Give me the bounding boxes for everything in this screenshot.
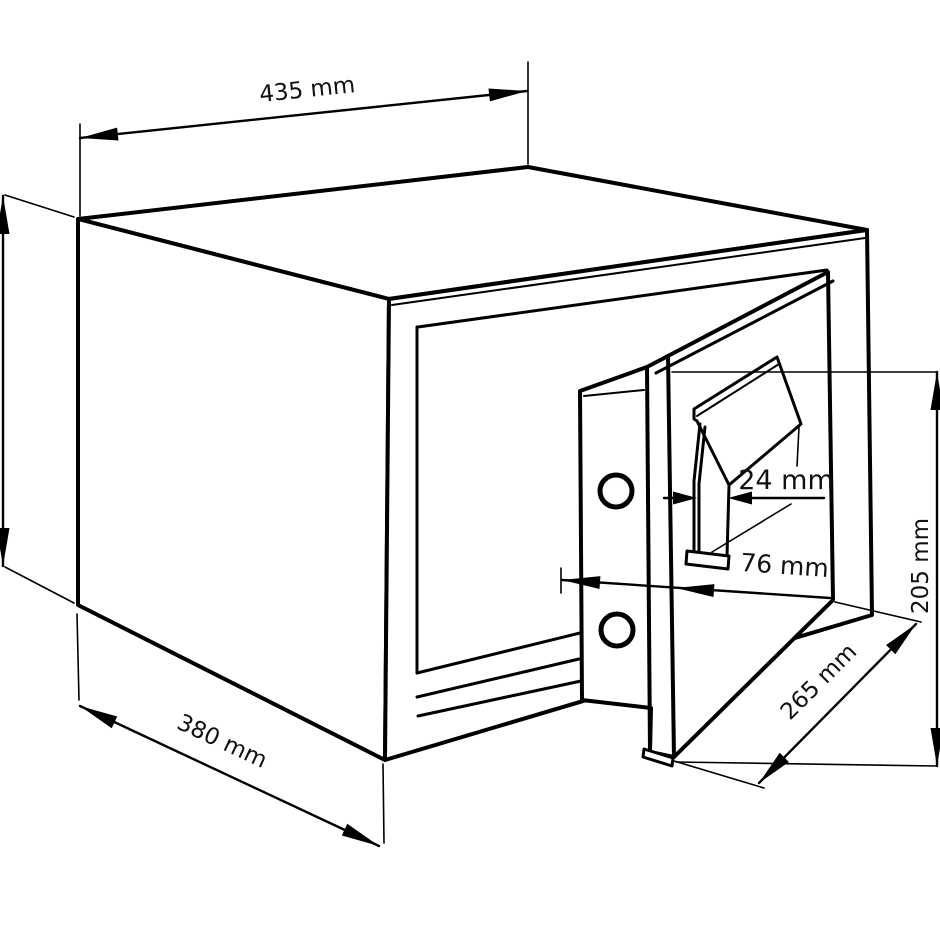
arrowhead-icon — [562, 576, 601, 589]
bolt-panel-top-line — [583, 389, 645, 397]
extension-line — [675, 761, 938, 767]
arrowhead-icon — [80, 706, 118, 729]
arrowhead-icon — [728, 491, 752, 505]
door-top-rim-line — [654, 279, 835, 375]
dim-label-door-thickness: 76 mm — [739, 548, 829, 583]
door-bolts — [597, 472, 636, 649]
interior-base-line — [416, 679, 583, 718]
arrowhead-icon — [673, 491, 697, 505]
arrowhead-icon — [0, 528, 10, 566]
extension-line — [834, 601, 922, 623]
interior-floor-line — [415, 657, 581, 699]
handle-plate — [692, 355, 803, 487]
arrowhead-icon — [759, 752, 789, 783]
dimension-door-height: 205 mm — [671, 370, 940, 768]
door-edge-strip-left — [645, 365, 652, 752]
frame-top-edge — [416, 268, 829, 329]
safe-left-face — [76, 217, 391, 762]
dimension-door-thickness: 76 mm — [560, 548, 832, 600]
dimension-line — [78, 89, 529, 140]
interior-sill-line — [415, 631, 582, 675]
safe-front-top-chamfer-line — [391, 237, 866, 306]
handle-stem-right-line — [725, 484, 731, 558]
lock-bolt-icon — [598, 611, 636, 649]
handle-stem-inner-line — [697, 425, 707, 555]
dim-label-door-width: 265 mm — [776, 639, 862, 725]
lock-bolt-icon — [597, 472, 635, 510]
arrowhead-icon — [341, 823, 379, 846]
extension-line — [382, 763, 385, 844]
arrowhead-icon — [930, 728, 940, 766]
arrowhead-icon — [488, 88, 527, 102]
dimension-line — [757, 622, 918, 785]
handle-accent-vertical — [796, 426, 800, 467]
door-handle — [684, 355, 803, 571]
dim-label-depth-bottom: 380 mm — [173, 710, 271, 774]
arrowhead-icon — [676, 584, 715, 597]
arrowhead-icon — [0, 196, 10, 234]
handle-accent-diagonal — [711, 503, 792, 553]
extension-line — [76, 613, 80, 701]
dimension-height-left — [0, 194, 75, 604]
arrowhead-icon — [930, 372, 940, 410]
arrowhead-icon — [886, 624, 916, 655]
dim-label-handle-width: 24 mm — [738, 465, 834, 496]
door-opening-frame — [415, 268, 829, 718]
dimension-line — [78, 704, 381, 848]
handle-foot — [684, 549, 731, 571]
extension-line — [673, 760, 765, 789]
arrowhead-icon — [80, 127, 119, 141]
door-bottom-foot — [641, 747, 675, 768]
door-edge-strip-right — [666, 354, 676, 759]
handle-stem-outer-line — [692, 422, 702, 555]
extension-line — [4, 566, 75, 604]
dimension-handle-width: 24 mm — [662, 465, 834, 505]
dim-label-width-top: 435 mm — [258, 72, 356, 108]
extension-line — [4, 194, 75, 218]
dim-label-door-height: 205 mm — [908, 518, 934, 614]
